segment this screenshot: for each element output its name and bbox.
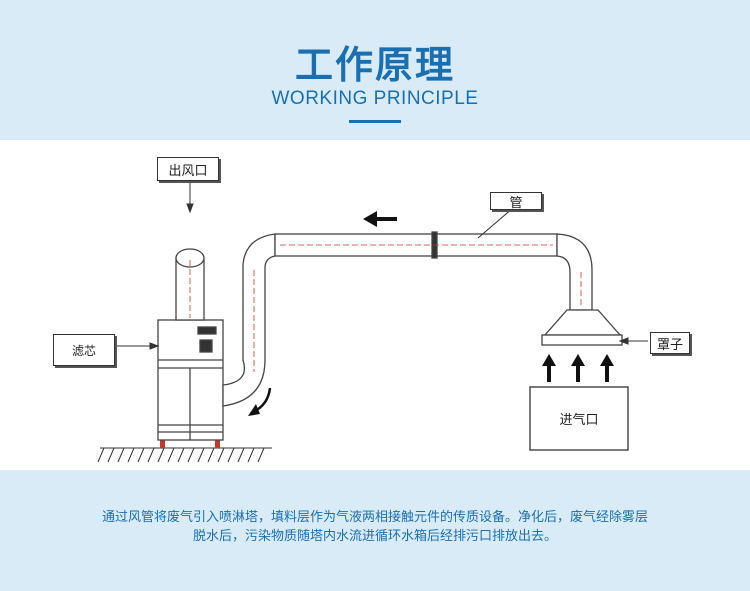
working-principle-diagram — [0, 140, 750, 470]
description-line-1: 通过风管将废气引入喷淋塔，填料层作为气液两相接触元件的传质设备。净化后，废气经除… — [101, 510, 648, 525]
inflow-arrows — [542, 354, 614, 382]
hood-label: 罩子 — [650, 332, 690, 354]
description-line-2: 脱水后，污染物质随塔内水流进循环水箱后经排污口排放出去。 — [192, 529, 557, 544]
page-subtitle: WORKING PRINCIPLE — [271, 88, 479, 109]
horizontal-duct — [274, 231, 558, 259]
leader-lines — [115, 180, 648, 350]
title-divider — [349, 120, 401, 123]
flow-direction-arrow — [363, 211, 397, 227]
outlet-chimney — [175, 248, 205, 321]
inlet-box — [529, 386, 629, 451]
unit-legs — [160, 440, 220, 448]
filter-label: 滤芯 — [53, 334, 115, 366]
outlet-label: 出风口 — [157, 157, 219, 181]
hood — [541, 309, 623, 346]
purifier-unit — [157, 319, 224, 441]
pipe-label: 管 — [490, 192, 542, 211]
inlet-label: 进气口 — [559, 412, 599, 428]
page-title: 工作原理 — [294, 43, 455, 87]
elbow-flow-arrowhead — [248, 404, 260, 416]
ground-hatching — [97, 447, 272, 463]
diagram-background — [0, 140, 750, 470]
description: 通过风管将废气引入喷淋塔，填料层作为气液两相接触元件的传质设备。净化后，废气经除… — [20, 508, 730, 546]
